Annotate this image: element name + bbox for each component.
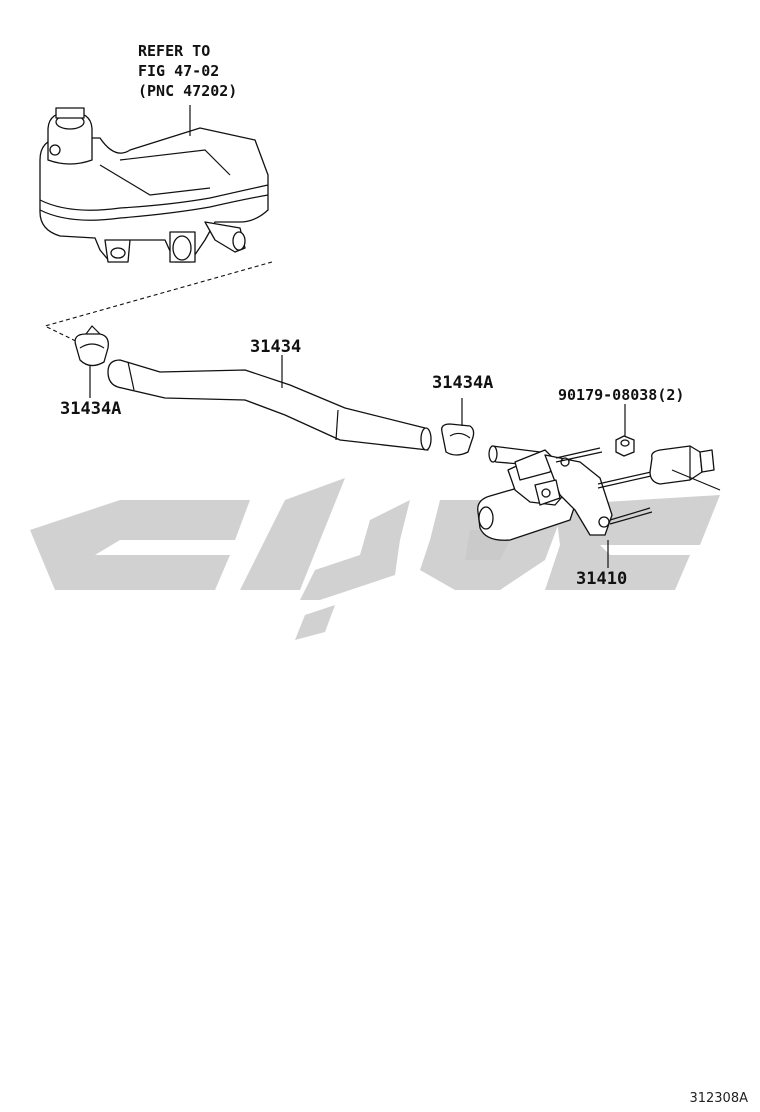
figure-id: 312308A xyxy=(689,1091,748,1106)
reference-note-line1: REFER TO xyxy=(138,42,210,60)
reservoir-hose xyxy=(107,355,432,451)
reservoir-tank xyxy=(39,105,269,263)
callout-nut: 90179-08038(2) xyxy=(558,386,684,404)
clutch-master-cylinder xyxy=(477,445,721,568)
callout-clip-left: 31434A xyxy=(60,399,121,419)
nut-part xyxy=(615,404,635,457)
watermark-logo xyxy=(30,478,720,640)
callout-master-cylinder: 31410 xyxy=(576,569,627,589)
callout-hose: 31434 xyxy=(250,337,301,357)
clip-left xyxy=(74,325,109,398)
clip-right xyxy=(441,398,475,456)
reference-note-line3: (PNC 47202) xyxy=(138,82,237,100)
callout-clip-right: 31434A xyxy=(432,373,493,393)
reference-note-line2: FIG 47-02 xyxy=(138,62,219,80)
